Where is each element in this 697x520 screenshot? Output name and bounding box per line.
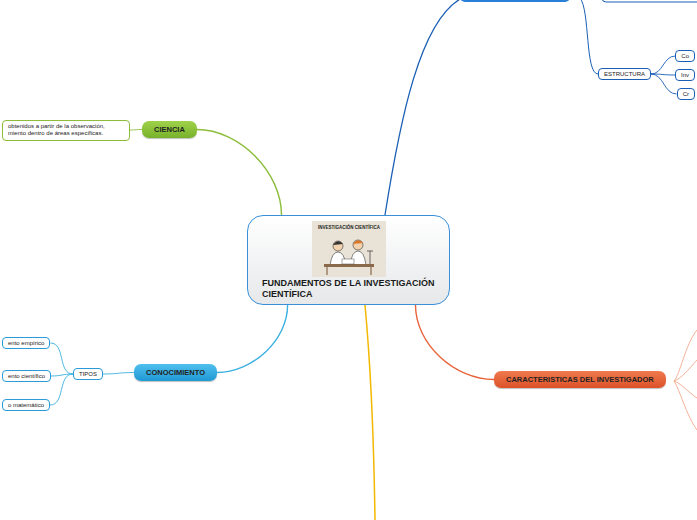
node-text: CIENCIA xyxy=(154,125,185,134)
main-topic: CIENCIA xyxy=(142,121,197,138)
sub-topic: obtenidos a partir de la observación, mi… xyxy=(2,120,130,141)
sub-topic: TIPOS xyxy=(73,368,103,380)
node-text: Co xyxy=(681,53,689,59)
branch-connector xyxy=(651,74,677,94)
branch-connector xyxy=(50,374,73,405)
cut-sub-node xyxy=(602,0,697,2)
branch-line xyxy=(674,330,697,381)
branch-line xyxy=(365,305,375,520)
illustration-part xyxy=(333,241,343,251)
branch-connector xyxy=(651,56,675,74)
node-text: CONOCIMIENTO xyxy=(146,368,205,377)
branch-line xyxy=(674,360,697,381)
branch-connector xyxy=(50,343,73,374)
illustration-part xyxy=(353,240,363,250)
illustration-part xyxy=(353,240,363,244)
branch-line xyxy=(674,381,697,398)
illustration-part xyxy=(324,264,374,267)
sub-topic: Cr xyxy=(677,88,695,100)
sub-topic: ento científico xyxy=(2,370,51,382)
central-topic: INVESTIGACIÓN CIENTÍFICA FUNDAMENTOS DE L… xyxy=(247,215,450,305)
node-text: Inv xyxy=(681,72,689,78)
node-text: o matemático xyxy=(8,402,44,408)
node-text: ento empírico xyxy=(8,340,44,346)
node-text: Cr xyxy=(683,91,689,97)
sub-topic: ento empírico xyxy=(2,337,50,349)
illustration-part xyxy=(327,267,371,275)
illustration-part xyxy=(342,259,354,264)
sub-topic: ESTRUCTURA xyxy=(598,68,651,80)
node-text: CARACTERISTICAS DEL INVESTIGADOR xyxy=(506,375,654,384)
sub-topic: Inv xyxy=(675,69,695,81)
node-text: obtenidos a partir de la observación, mi… xyxy=(8,123,124,138)
branch-line xyxy=(385,0,462,215)
branch-line xyxy=(580,0,598,74)
picture-label: INVESTIGACIÓN CIENTÍFICA xyxy=(312,225,386,230)
sub-topic: o matemático xyxy=(2,399,50,411)
branch-connector xyxy=(103,373,134,375)
branch-connector xyxy=(197,130,282,216)
sub-topic: Co xyxy=(675,50,695,62)
illustration-part xyxy=(367,251,373,264)
branch-connector xyxy=(217,305,288,373)
node-text: ento científico xyxy=(8,373,45,379)
illustration-part xyxy=(333,241,343,245)
branch-connector xyxy=(130,129,142,131)
main-topic: CARACTERISTICAS DEL INVESTIGADOR xyxy=(494,371,666,388)
main-topic: CONOCIMIENTO xyxy=(134,364,217,381)
branch-line xyxy=(674,381,697,430)
node-text: ESTRUCTURA xyxy=(604,71,645,77)
central-title: FUNDAMENTOS DE LA INVESTIGACIÓN CIENTÍFI… xyxy=(262,278,442,300)
branch-connector xyxy=(415,305,494,380)
cut-branch-node xyxy=(460,0,570,2)
node-text: TIPOS xyxy=(79,371,97,377)
illustration-part xyxy=(312,221,386,277)
